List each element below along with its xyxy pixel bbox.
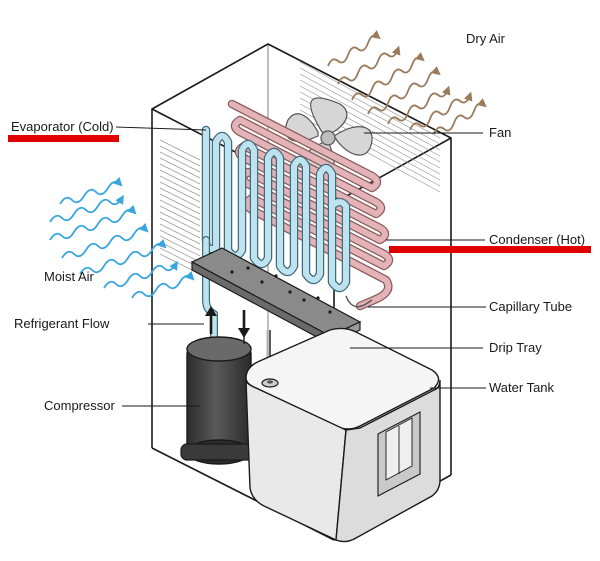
moist-air-arrows <box>49 177 195 299</box>
label-moist-air: Moist Air <box>44 269 95 284</box>
capillary-tube <box>345 295 373 308</box>
label-drip-tray: Drip Tray <box>489 340 542 355</box>
label-fan: Fan <box>489 125 511 140</box>
label-compressor: Compressor <box>44 398 115 413</box>
dry-air-arrows <box>327 30 487 135</box>
down-arrow-icon <box>238 310 250 338</box>
compressor <box>180 336 258 465</box>
label-capillary-tube: Capillary Tube <box>489 299 572 314</box>
label-refrigerant-flow: Refrigerant Flow <box>14 316 110 331</box>
vent-grille-side <box>159 139 201 275</box>
label-dry-air: Dry Air <box>466 31 506 46</box>
up-arrow-icon <box>205 306 217 334</box>
condenser-coil <box>227 99 394 311</box>
condenser-highlight-bar <box>389 246 591 253</box>
leader-lines <box>115 126 486 407</box>
drip-tray <box>190 247 362 378</box>
water-tank <box>245 327 441 543</box>
label-water-tank: Water Tank <box>489 380 555 395</box>
evaporator-highlight-bar <box>8 135 119 142</box>
label-evaporator: Evaporator (Cold) <box>11 119 114 134</box>
label-condenser: Condenser (Hot) <box>489 232 585 247</box>
